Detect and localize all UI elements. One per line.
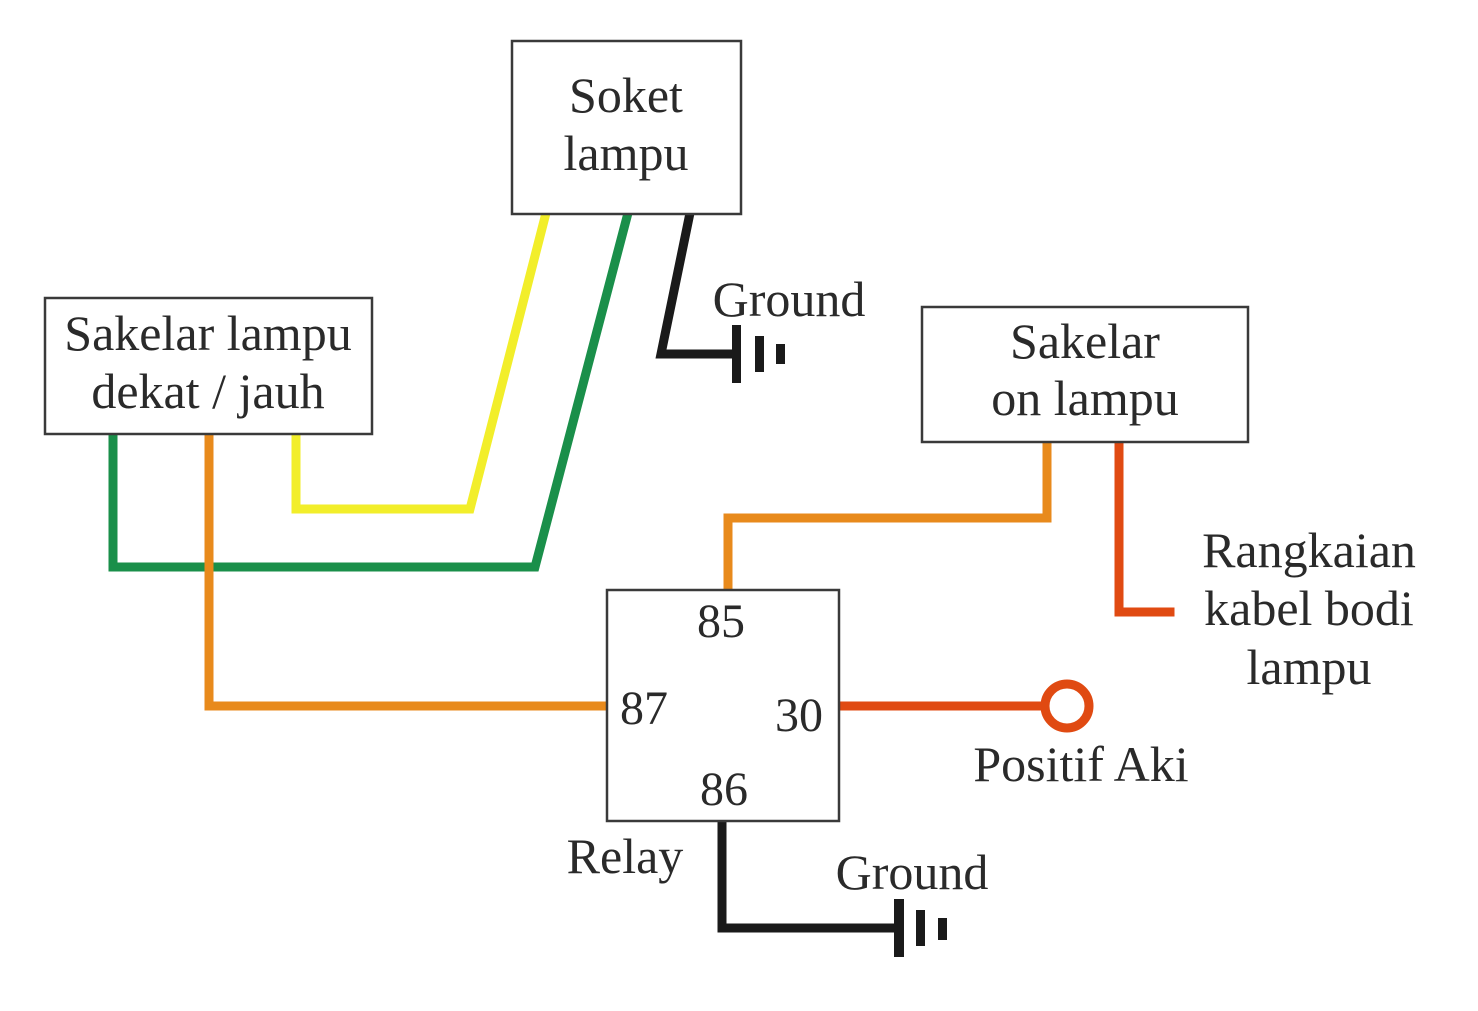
- wire-black-soket-ground: [655, 207, 741, 359]
- rangkaian-line3: lampu: [1247, 639, 1372, 695]
- rangkaian-line2: kabel bodi: [1204, 580, 1414, 636]
- positif-aki-terminal: [1040, 679, 1094, 733]
- sakelar-on-line1: Sakelar: [1010, 313, 1160, 369]
- relay-label: Relay: [567, 828, 684, 884]
- ground-symbol-top: [732, 325, 785, 383]
- relay: 85 87 30 86: [605, 588, 841, 823]
- sakelar-dekat-jauh-line2: dekat / jauh: [91, 363, 324, 419]
- relay-pin-85: 85: [697, 595, 745, 648]
- soket-lampu: Soket lampu: [510, 39, 743, 216]
- rangkaian-line1: Rangkaian: [1202, 522, 1416, 578]
- relay-pin-30: 30: [775, 689, 823, 742]
- relay-pin-86: 86: [700, 763, 748, 816]
- ground-label-bottom: Ground: [836, 844, 989, 900]
- positif-aki-label: Positif Aki: [973, 736, 1188, 792]
- wire-black-relay-ground: [717, 817, 901, 933]
- wire-orange-87: [204, 431, 611, 711]
- sakelar-on-lampu: Sakelar on lampu: [920, 305, 1250, 444]
- relay-pin-87: 87: [620, 682, 668, 735]
- sakelar-dekat-jauh: Sakelar lampu dekat / jauh: [43, 296, 374, 436]
- wire-green: [108, 207, 634, 572]
- wire-orange-85: [723, 438, 1052, 595]
- soket-lampu-line2: lampu: [564, 125, 689, 181]
- sakelar-dekat-jauh-line1: Sakelar lampu: [64, 305, 351, 361]
- wire-red-body: [1114, 438, 1175, 617]
- wire-yellow: [291, 207, 552, 514]
- sakelar-on-line2: on lampu: [991, 370, 1178, 426]
- soket-lampu-line1: Soket: [569, 67, 683, 123]
- ground-label-top: Ground: [713, 271, 866, 327]
- ground-symbol-bottom: [894, 899, 947, 957]
